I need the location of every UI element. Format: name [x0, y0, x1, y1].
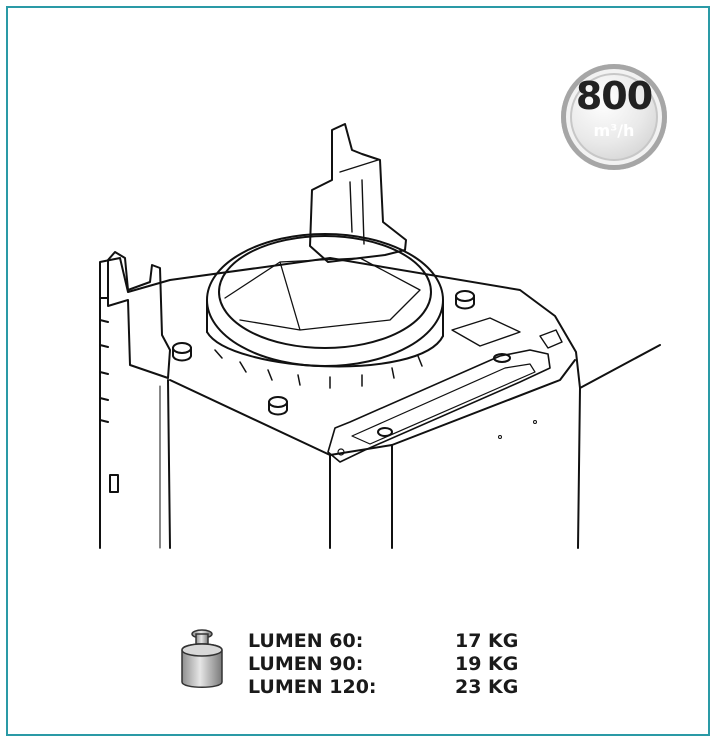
- figure-frame: [6, 6, 710, 736]
- boss-back: [455, 290, 475, 302]
- pipe-line: [579, 344, 661, 389]
- spigot-ring-inner: [218, 235, 432, 349]
- left-bracket-slot: [109, 474, 119, 493]
- spigot-ring-wall: [206, 299, 444, 337]
- boss-front: [268, 396, 288, 408]
- weight-model: LUMEN 60:: [248, 630, 364, 652]
- housing-top-front: [169, 359, 576, 456]
- airflow-value: 800: [575, 74, 653, 118]
- control-plate: [327, 349, 551, 463]
- right-bracket: [309, 123, 407, 263]
- terminal-block: [451, 317, 563, 349]
- weight-value: 23 KG: [455, 676, 519, 698]
- boss-lower: [377, 427, 393, 437]
- left-bracket-teeth: [99, 297, 109, 423]
- spigot-inner-facets: [224, 257, 421, 331]
- control-plate-inner: [351, 363, 536, 445]
- weight-value: 19 KG: [455, 653, 519, 675]
- left-bracket: [107, 251, 171, 379]
- weight-model: LUMEN 120:: [248, 676, 377, 698]
- boss-left: [172, 342, 192, 354]
- right-bracket-detail: [339, 159, 379, 245]
- spigot-ring-teeth: [214, 349, 423, 389]
- housing-front-edge: [167, 379, 171, 549]
- spigot-ring-base: [206, 331, 444, 368]
- spigot-ring-outer: [206, 233, 444, 367]
- housing-outline: [99, 257, 581, 549]
- airflow-badge: 800 m³/h: [561, 64, 667, 170]
- weight-value: 17 KG: [455, 630, 519, 652]
- weight-model: LUMEN 90:: [248, 653, 364, 675]
- airflow-unit: m³/h: [593, 121, 635, 140]
- scale-weight-icon: [181, 629, 223, 688]
